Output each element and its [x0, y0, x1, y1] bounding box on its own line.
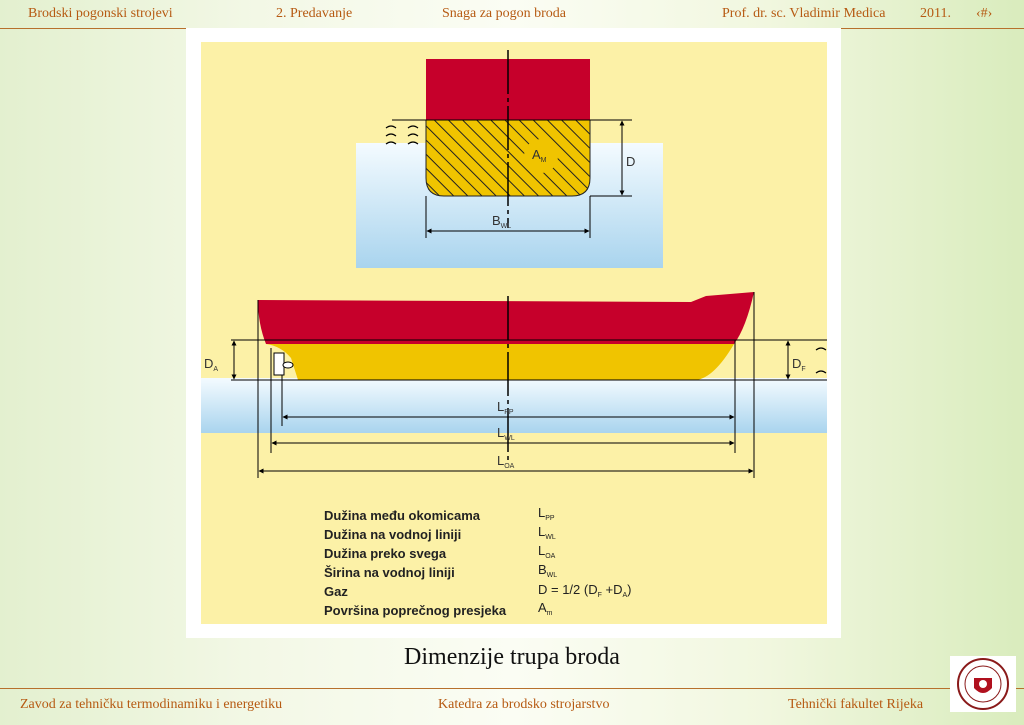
header-topic: Snaga za pogon broda [442, 6, 567, 21]
slide-caption: Dimenzije trupa broda [404, 644, 620, 670]
propeller [282, 361, 294, 369]
label-lpp: LPP [497, 399, 514, 416]
label-df: DF [792, 356, 806, 373]
footer-left: Zavod za tehničku termodinamiku i energe… [20, 697, 283, 712]
label-bwl: BWL [492, 213, 511, 230]
hull-dimensions-diagram: AM D BWL DA DF LPP LWL LOA [201, 42, 827, 624]
footer-center: Katedra za brodsko strojarstvo [438, 697, 610, 712]
section-area-label-bg [524, 139, 558, 173]
legend-sym-am: Am [538, 600, 553, 617]
label-da: DA [204, 356, 218, 373]
slide-header: Brodski pogonski strojevi 2. Predavanje … [0, 0, 1024, 29]
profile-hull-underwater [266, 344, 734, 380]
label-am: AM [532, 147, 547, 164]
header-course: Brodski pogonski strojevi [28, 6, 173, 21]
legend-sym-lwl: LWL [538, 524, 556, 541]
wave-marks-section [385, 125, 419, 145]
legend-sym-bwl: BWL [538, 562, 557, 579]
label-loa: LOA [497, 453, 515, 470]
legend-desc-draught: Gaz [324, 584, 348, 599]
profile-hull-upper [258, 292, 754, 344]
header-author: Prof. dr. sc. Vladimir Medica [722, 6, 886, 21]
header-lecture: 2. Predavanje [276, 6, 353, 21]
legend-desc-loa: Dužina preko svega [324, 546, 447, 561]
faculty-seal-logo [950, 656, 1016, 712]
legend-desc-bwl: Širina na vodnoj liniji [324, 565, 455, 580]
legend-formula-draught: D = 1/2 (DF +DA) [538, 582, 632, 599]
slide-footer: Zavod za tehničku termodinamiku i energe… [0, 688, 1024, 725]
legend-sym-lpp: LPP [538, 505, 555, 522]
header-year: 2011. [920, 6, 951, 21]
legend-desc-lpp: Dužina među okomicama [324, 508, 481, 523]
profile-water [201, 378, 827, 433]
footer-right: Tehnički fakultet Rijeka [788, 697, 924, 712]
legend: Dužina među okomicama LPP Dužina na vodn… [324, 505, 632, 618]
legend-desc-am: Površina poprečnog presjeka [324, 603, 507, 618]
header-page-marker: ‹#› [976, 6, 993, 21]
diagram-card: AM D BWL DA DF LPP LWL LOA [186, 28, 841, 638]
wave-marks-profile [815, 347, 827, 374]
legend-desc-lwl: Dužina na vodnoj liniji [324, 527, 461, 542]
rudder [273, 352, 285, 376]
legend-sym-loa: LOA [538, 543, 556, 560]
label-d: D [626, 154, 635, 169]
label-lwl: LWL [497, 425, 515, 442]
